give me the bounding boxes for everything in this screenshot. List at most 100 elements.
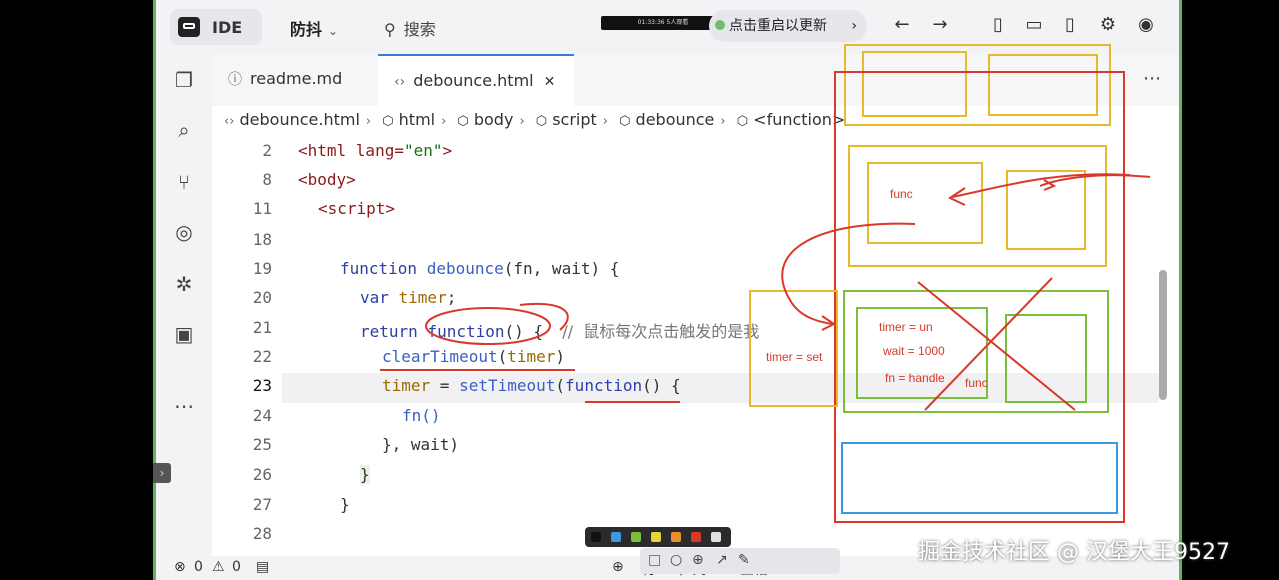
code-line[interactable]: timer = setTimeout(function() {	[382, 376, 681, 395]
diagram-label: timer = un	[879, 320, 933, 334]
breadcrumb-item[interactable]: body	[473, 110, 514, 129]
breadcrumb-item[interactable]: debounce.html	[239, 110, 360, 129]
code-token: timer	[398, 288, 447, 307]
rectangle-tool-icon[interactable]: □	[648, 552, 662, 568]
color-swatch[interactable]	[611, 532, 621, 542]
pen-tool-icon[interactable]: ✎	[738, 552, 750, 568]
remote-screen-icon[interactable]: ▣	[174, 322, 194, 346]
code-token: debounce	[426, 259, 504, 278]
code-line[interactable]: return function() { // 鼠标每次点击触发的是我	[360, 318, 759, 342]
code-token: (fn, wait) {	[503, 259, 620, 278]
arrow-tool-icon[interactable]: ↗	[716, 552, 728, 568]
search-panel-icon[interactable]: ⌕	[178, 118, 190, 142]
line-number: 11	[252, 199, 272, 218]
code-token: lang=	[355, 141, 404, 160]
tab-label: readme.md	[250, 69, 343, 88]
line-number: 19	[252, 259, 272, 278]
ide-logo[interactable]: IDE	[170, 9, 262, 45]
toggle-right-panel-icon[interactable]: ▯	[1065, 14, 1075, 35]
chevron-right-icon: ›	[365, 114, 372, 129]
code-line[interactable]: }	[360, 465, 370, 484]
memory-box	[862, 51, 967, 117]
code-token: timer	[382, 376, 431, 395]
debug-bug-icon[interactable]: ✲	[175, 272, 193, 296]
color-swatch[interactable]	[591, 532, 601, 542]
restart-update-button[interactable]: 点击重启以更新 ›	[709, 10, 867, 42]
circle-annotation	[425, 307, 551, 345]
scope-box	[856, 307, 988, 399]
arrow-head	[947, 187, 966, 206]
code-comment: // 鼠标每次点击触发的是我	[562, 322, 760, 341]
account-icon[interactable]: ◉	[1138, 14, 1154, 35]
code-line[interactable]: clearTimeout(timer)	[382, 347, 566, 366]
forward-arrow-icon[interactable]: →	[932, 14, 948, 35]
explorer-files-icon[interactable]: ❐	[175, 68, 193, 92]
breadcrumb-item[interactable]: html	[398, 110, 436, 129]
close-tab-icon[interactable]: ✕	[543, 74, 556, 90]
code-line[interactable]: <html lang="en">	[298, 141, 452, 160]
closure-box	[867, 162, 983, 244]
settings-gear-icon[interactable]: ⚙	[1099, 14, 1117, 35]
search-button[interactable]: ⚲搜索	[384, 16, 436, 40]
code-line[interactable]: fn()	[402, 406, 441, 425]
editor-scrollbar[interactable]	[1159, 270, 1167, 400]
code-line[interactable]: <script>	[318, 199, 396, 218]
color-swatch[interactable]	[691, 532, 701, 542]
breadcrumb-item[interactable]: <function>	[753, 110, 846, 129]
pointer-arrow	[781, 222, 916, 325]
back-arrow-icon[interactable]: ←	[894, 14, 910, 35]
cross-out-mark	[917, 277, 1076, 411]
globe-tool-icon[interactable]: ⊕	[692, 552, 704, 568]
color-swatch[interactable]	[631, 532, 641, 542]
source-control-icon[interactable]: ⑂	[178, 170, 190, 194]
project-selector[interactable]: 防抖⌄	[290, 16, 338, 40]
line-number-current: 23	[252, 376, 272, 395]
code-line[interactable]: function debounce(fn, wait) {	[340, 259, 619, 278]
code-token: <html	[298, 141, 356, 160]
cube-icon: ⬡	[619, 114, 631, 129]
breadcrumb-item[interactable]: script	[552, 110, 597, 129]
tab-label: debounce.html	[413, 71, 534, 90]
memory-box	[844, 44, 1111, 126]
code-icon: ‹›	[224, 114, 235, 129]
terminal-icon[interactable]: ▤	[256, 559, 270, 575]
zoom-icon[interactable]: ⊕	[612, 559, 624, 575]
cube-icon: ⬡	[382, 114, 394, 129]
code-token: =	[430, 376, 460, 395]
color-swatch[interactable]	[671, 532, 681, 542]
circle-tool-icon[interactable]: ○	[670, 552, 683, 568]
preview-eye-icon[interactable]: ◎	[175, 220, 193, 244]
more-icon[interactable]: ⋯	[174, 394, 194, 418]
closure-box	[848, 145, 1107, 267]
drawing-color-palette[interactable]	[585, 527, 731, 547]
toggle-bottom-panel-icon[interactable]: ▭	[1025, 14, 1043, 35]
code-token: function	[340, 259, 427, 278]
warning-icon[interactable]: ⚠	[212, 559, 225, 575]
drawing-toolbar: □ ○ ⊕ ↗ ✎	[640, 548, 840, 574]
collapse-panel-icon[interactable]: ›	[153, 463, 171, 483]
breadcrumb: ‹› debounce.html› ⬡ html› ⬡ body› ⬡ scri…	[224, 110, 845, 129]
breadcrumb-item[interactable]: debounce	[635, 110, 715, 129]
warning-count[interactable]: 0	[232, 559, 241, 575]
ide-logo-label: IDE	[212, 17, 243, 37]
code-line[interactable]: }, wait)	[382, 435, 460, 454]
circle-annotation	[519, 302, 569, 331]
code-line[interactable]: <body>	[298, 170, 356, 189]
color-swatch[interactable]	[651, 532, 661, 542]
tab-debounce[interactable]: ‹› debounce.html ✕	[378, 54, 574, 106]
line-number: 21	[252, 318, 272, 337]
code-token: var	[360, 288, 399, 307]
line-number: 18	[252, 230, 272, 249]
code-line[interactable]: var timer;	[360, 288, 456, 307]
error-icon[interactable]: ⊗	[174, 559, 186, 575]
code-icon: ‹›	[394, 74, 406, 90]
error-count[interactable]: 0	[194, 559, 203, 575]
color-swatch[interactable]	[711, 532, 721, 542]
current-line-highlight	[282, 373, 1159, 403]
more-actions-icon[interactable]: ⋯	[1143, 68, 1161, 89]
code-line[interactable]: }	[340, 495, 350, 514]
toggle-left-panel-icon[interactable]: ▯	[993, 14, 1003, 35]
arrow-head	[821, 315, 836, 331]
